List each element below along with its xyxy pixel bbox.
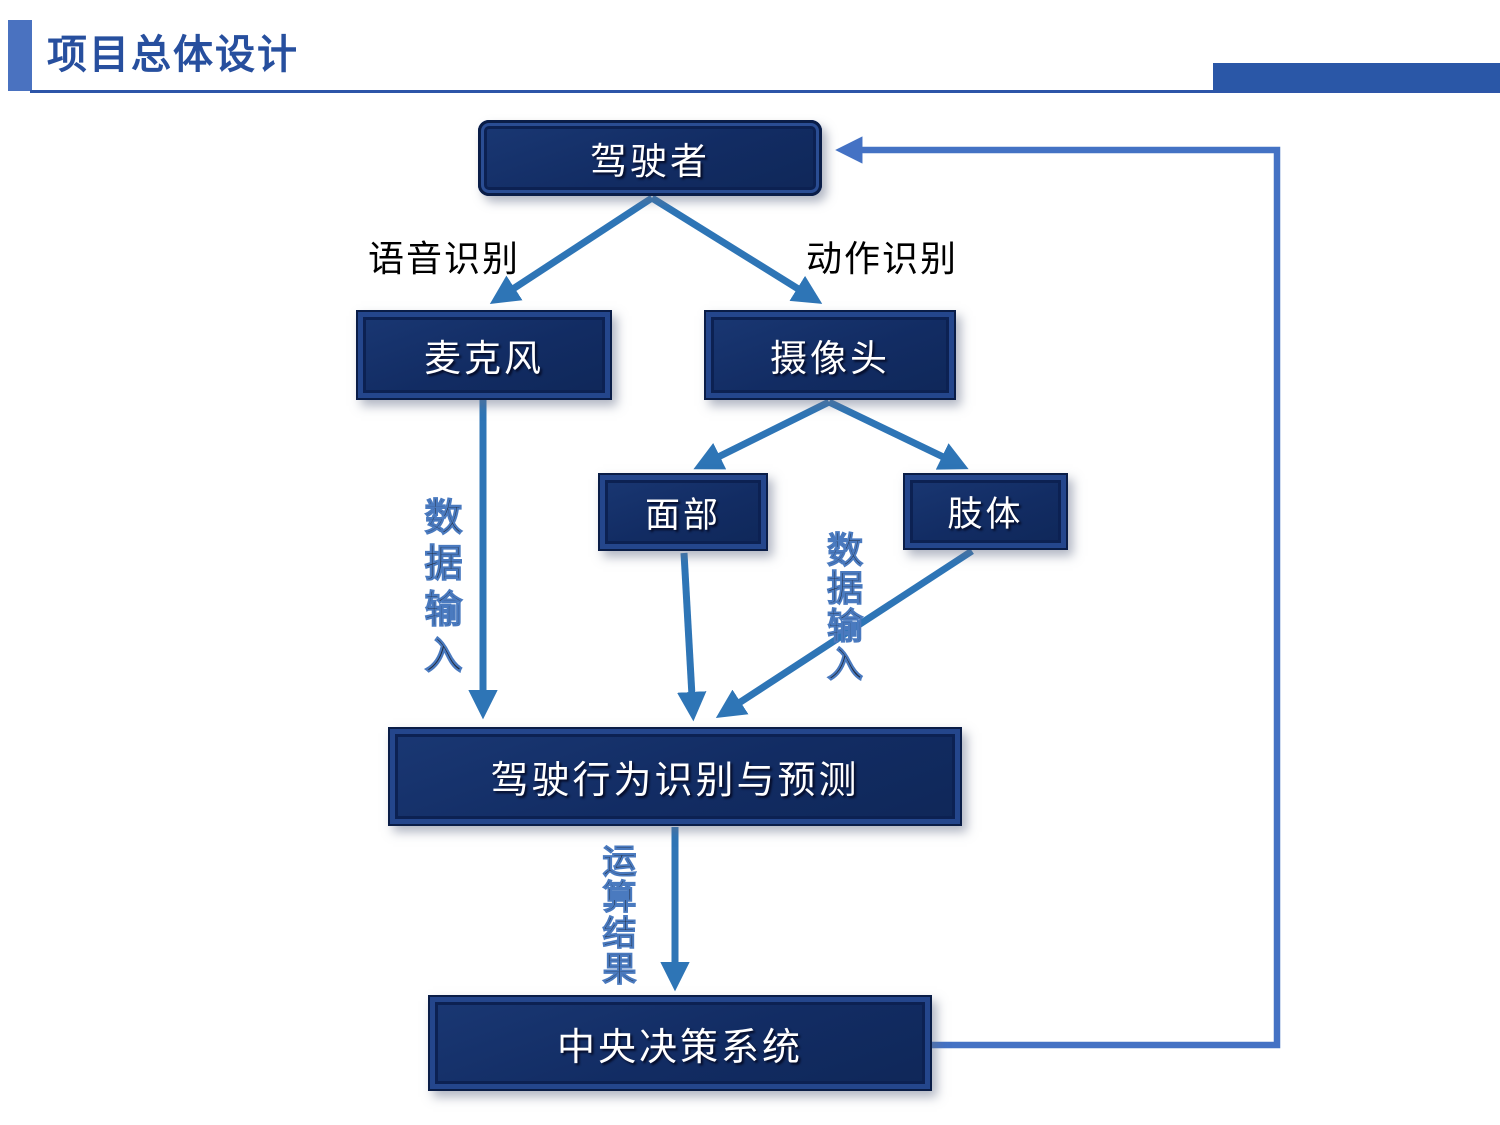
node-behavior-recognition: 驾驶行为识别与预测 [388,727,962,826]
edge-label-computation-result: 运算结果 [597,843,636,988]
arrow-driver-to-camera [650,195,823,304]
node-central-decision-label: 中央决策系统 [556,1026,803,1069]
edge-label-action-recognition: 动作识别 [806,238,959,279]
node-behavior-recognition-label: 驾驶行为识别与预测 [490,760,860,802]
edge-label-speech-recognition: 语音识别 [368,238,521,279]
node-microphone: 麦克风 [356,310,612,400]
arrow-camera-to-body [827,398,969,470]
node-face-label: 面部 [644,495,721,535]
arrow-camera-to-face [693,398,831,470]
node-camera: 摄像头 [704,310,956,400]
node-body: 肢体 [903,473,1068,550]
edge-label-data-input-middle: 数据输入 [822,531,864,684]
node-body-label: 肢体 [947,495,1024,534]
header-right-decoration [1213,63,1500,91]
node-face: 面部 [598,473,768,551]
page-title: 项目总体设计 [47,33,299,77]
node-driver-label: 驾驶者 [590,141,710,182]
node-microphone-label: 麦克风 [424,338,544,379]
node-driver: 驾驶者 [478,120,822,196]
node-central-decision: 中央决策系统 [428,995,932,1091]
edge-label-data-input-left: 数据输入 [418,497,461,682]
arrow-decision-to-driver-loop [835,136,1281,1049]
node-camera-label: 摄像头 [770,338,890,379]
title-accent-bar [8,20,32,91]
header-divider-line [30,90,1500,93]
arrow-face-to-behavior [677,552,707,722]
